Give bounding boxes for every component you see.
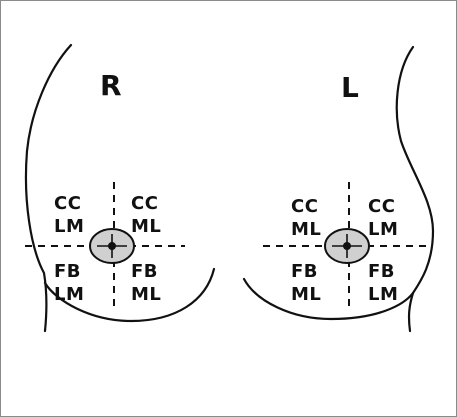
right-side-label: R — [100, 69, 122, 102]
left-breast: L CC ML CC LM FB ML FB LM — [244, 47, 433, 331]
right-nipple — [108, 242, 116, 250]
left-quadrant-upper-right-line1: CC — [368, 196, 395, 217]
right-quadrant-upper-left-line2: LM — [54, 216, 84, 237]
left-quadrant-lower-left-line1: FB — [291, 261, 318, 282]
left-quadrant-upper-left-line1: CC — [291, 196, 318, 217]
right-quadrant-lower-right-line1: FB — [131, 261, 158, 282]
right-quadrant-lower-right-line2: ML — [131, 284, 161, 305]
left-quadrant-lower-right-line2: LM — [368, 284, 398, 305]
left-quadrant-upper-left-line2: ML — [291, 219, 321, 240]
right-quadrant-upper-left-line1: CC — [54, 193, 81, 214]
right-quadrant-lower-left-line2: LM — [54, 284, 84, 305]
right-quadrant-upper-right-line1: CC — [131, 193, 158, 214]
left-breast-outline — [397, 47, 433, 331]
left-side-label: L — [341, 71, 359, 104]
left-quadrant-upper-right-line2: LM — [368, 219, 398, 240]
left-quadrant-lower-left-line2: ML — [291, 284, 321, 305]
right-quadrant-upper-right-line2: ML — [131, 216, 161, 237]
right-breast: R CC LM CC ML FB LM FB ML — [25, 45, 214, 331]
left-quadrant-lower-right-line1: FB — [368, 261, 395, 282]
right-quadrant-lower-left-line1: FB — [54, 261, 81, 282]
left-nipple — [343, 242, 351, 250]
